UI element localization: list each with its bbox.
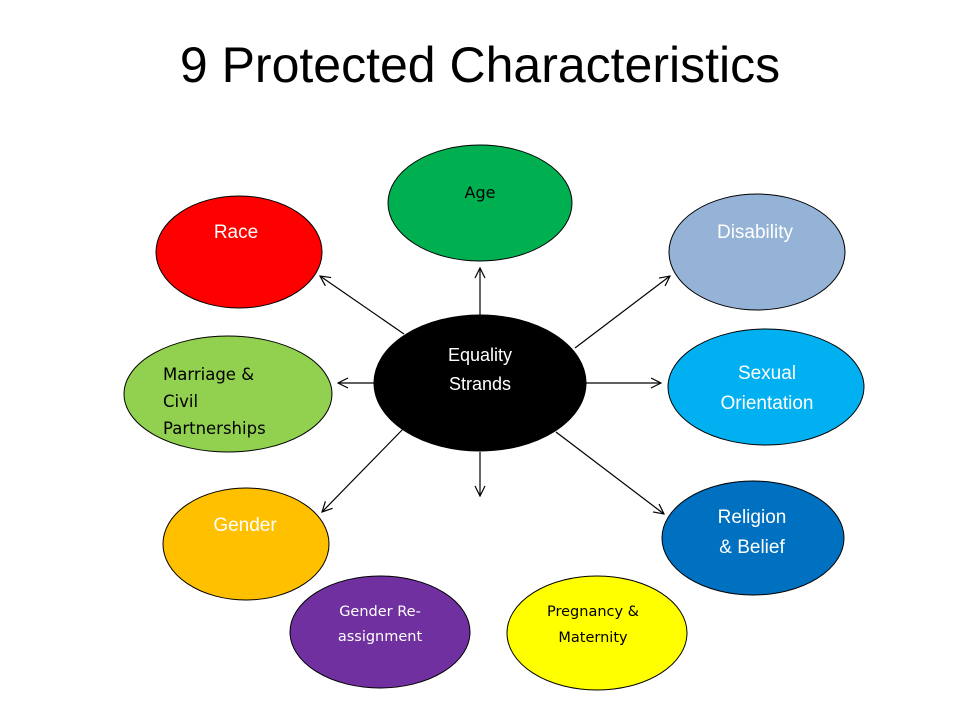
label-sexual-line1: Sexual [738, 363, 796, 384]
ellipse-sexual [667, 328, 865, 446]
connector-arrows [320, 268, 670, 514]
ellipse-marriage [123, 335, 333, 453]
label-marriage-line2: Civil [163, 392, 198, 411]
label-reassign-line2: assignment [338, 629, 423, 645]
label-pregnancy-line1: Pregnancy & [547, 604, 639, 620]
node-age: Age [387, 144, 573, 262]
label-race: Race [214, 222, 258, 243]
label-center-line1: Equality [448, 345, 512, 365]
ellipse-disability [668, 193, 846, 311]
node-disability: Disability [668, 193, 846, 311]
ellipse-center [373, 314, 587, 452]
label-gender: Gender [213, 515, 277, 536]
node-religion: Religion & Belief [661, 480, 845, 596]
label-religion-line2: & Belief [719, 537, 785, 558]
label-sexual-line2: Orientation [721, 393, 814, 414]
arrow-to-disability [574, 276, 670, 349]
node-center: Equality Strands [373, 314, 587, 452]
arrow-to-race [320, 276, 405, 335]
ellipse-religion [661, 480, 845, 596]
ellipse-reassign [289, 575, 471, 689]
ellipse-gender [162, 487, 330, 601]
node-reassign: Gender Re- assignment [289, 575, 471, 689]
label-center-line2: Strands [449, 374, 511, 394]
node-race: Race [155, 195, 323, 309]
ellipse-age [387, 144, 573, 262]
node-marriage: Marriage & Civil Partnerships [123, 335, 333, 453]
node-pregnancy: Pregnancy & Maternity [506, 575, 688, 691]
label-religion-line1: Religion [718, 507, 787, 528]
arrow-to-religion [555, 431, 664, 514]
node-gender: Gender [162, 487, 330, 601]
ellipse-race [155, 195, 323, 309]
ellipse-pregnancy [506, 575, 688, 691]
slide-title: 9 Protected Characteristics [179, 37, 781, 93]
label-marriage-line3: Partnerships [163, 419, 266, 438]
node-sexual: Sexual Orientation [667, 328, 865, 446]
label-marriage-line1: Marriage & [163, 365, 254, 384]
label-reassign-line1: Gender Re- [339, 604, 421, 620]
label-disability: Disability [717, 222, 794, 243]
arrow-to-gender [322, 426, 406, 512]
label-age: Age [465, 183, 496, 202]
label-pregnancy-line2: Maternity [558, 630, 628, 646]
